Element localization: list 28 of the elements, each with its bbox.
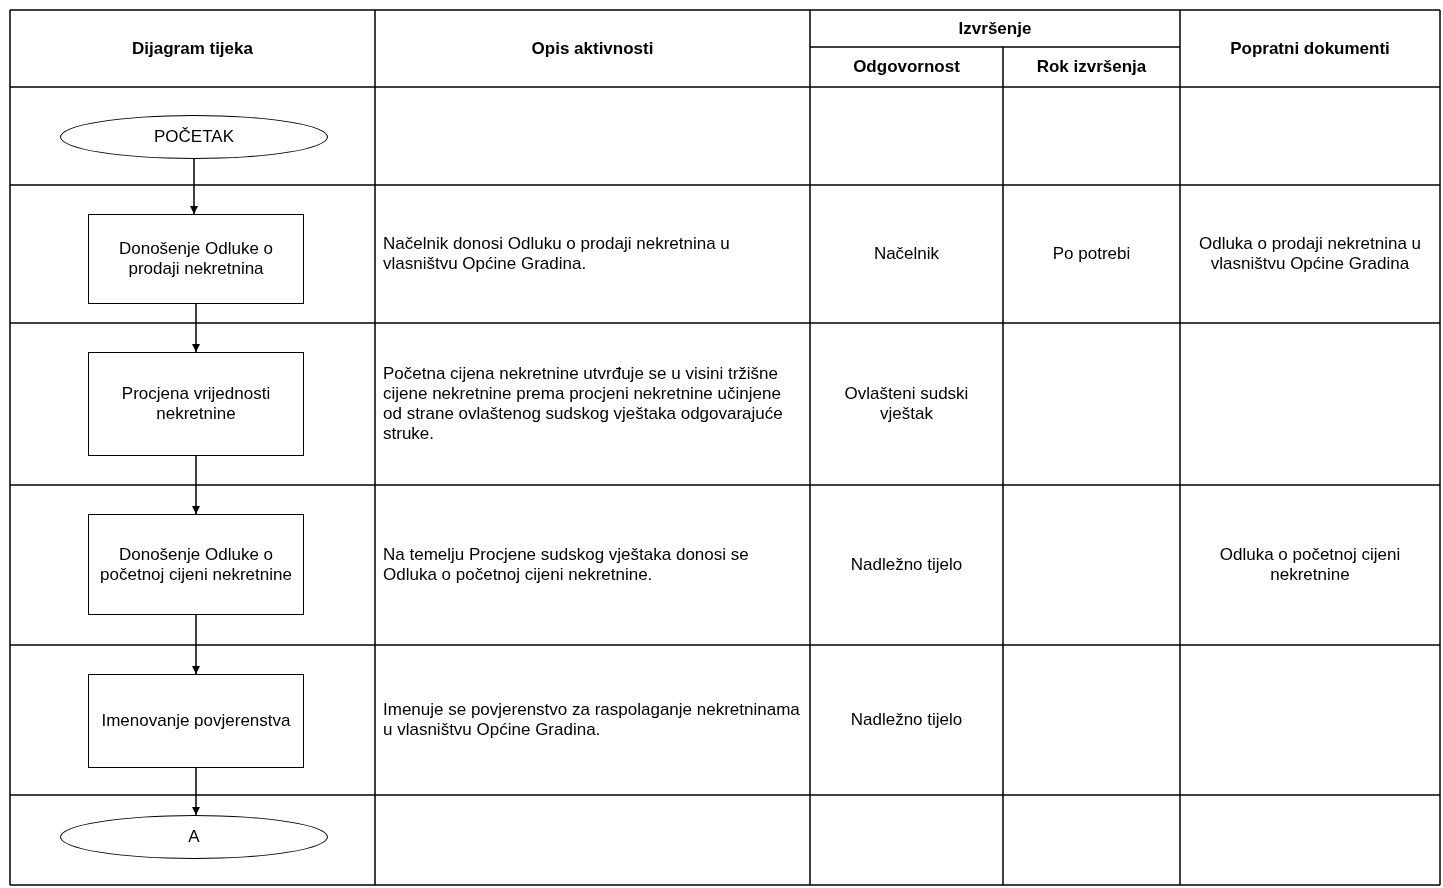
arrow [192,303,200,353]
column-header: Izvršenje [958,18,1032,39]
activity-description: Imenuje se povjerenstvo za raspolaganje nekretninama u vlasništvu Općine Gradina. [383,700,801,740]
responsibility-text: Ovlašteni sudski vještak [843,384,970,424]
column-header: Dijagram tijeka [132,38,253,59]
process-box: Imenovanje povjerenstva [88,674,304,768]
responsibility-text: Načelnik [873,244,940,264]
document-text: Odluka o prodaji nekretnina u vlasništvu Općine Gradina [1197,234,1423,274]
arrow [192,455,200,515]
process-box: Donošenje Odluke o prodaji nekretnina [88,214,304,304]
arrow [192,767,200,816]
column-header: Odgovornost [853,57,960,77]
process-box: Donošenje Odluke o početnoj cijeni nekretnine [88,514,304,615]
deadline-text: Po potrebi [1052,244,1131,264]
activity-description: Na temelju Procjene sudskog vještaka donosi se Odluka o početnoj cijeni nekretnine. [383,545,750,585]
process-box: Procjena vrijednosti nekretnine [88,352,304,456]
responsibility-text: Nadležno tijelo [850,555,963,575]
activity-description: Načelnik donosi Odluku o prodaji nekretnina u vlasništvu Općine Gradina. [383,234,731,274]
column-header: Opis aktivnosti [531,38,654,59]
document-text: Odluka o početnoj cijeni nekretnine [1218,545,1402,585]
arrow [190,158,198,215]
activity-description: Početna cijena nekretnine utvrđuje se u visini tržišne cijene nekretnine prema procjeni nekretnine učinjene od strane ovlaštenog sudskog vještaka odgovarajuće struke. [383,364,784,444]
column-header: Rok izvršenja [1036,57,1147,77]
column-header: Popratni dokumenti [1230,38,1390,59]
responsibility-text: Nadležno tijelo [850,710,963,730]
terminator-ellipse: A [60,815,328,859]
terminator-ellipse: POČETAK [60,115,328,159]
arrow [192,614,200,675]
